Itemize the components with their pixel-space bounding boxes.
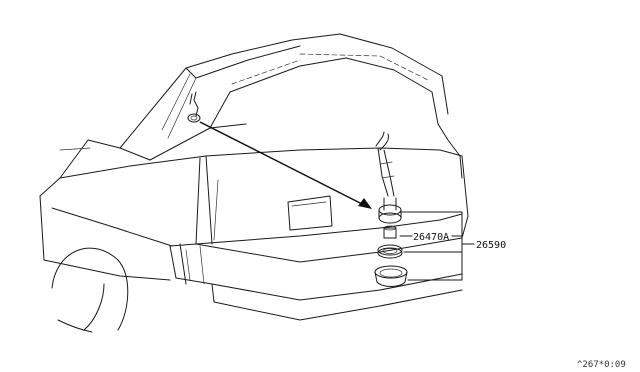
- gasket-ring-icon: [377, 244, 403, 259]
- harness-connector-icon: [187, 91, 201, 123]
- reference-code: ^267*0:09: [577, 360, 626, 370]
- part-label-26470A: 26470A: [413, 232, 449, 243]
- lamp-socket-icon: [378, 197, 402, 224]
- callout-lines: [399, 211, 475, 281]
- license-lamp-wiring-icon: [375, 131, 395, 197]
- leader-arrow: [199, 121, 372, 209]
- lens-cover-icon: [374, 265, 408, 287]
- part-label-26590: 26590: [476, 240, 506, 251]
- bulb-icon: [383, 225, 397, 239]
- car-body-illustration: [39, 33, 469, 333]
